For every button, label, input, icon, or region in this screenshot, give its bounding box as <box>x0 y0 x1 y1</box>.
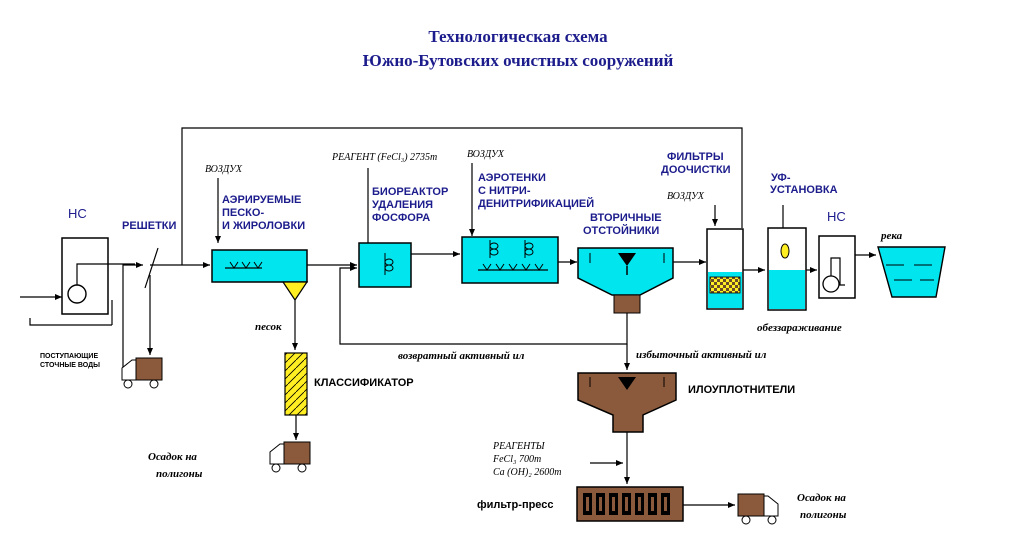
bioreactor-label-2: УДАЛЕНИЯ <box>372 199 433 211</box>
filter-press <box>576 486 684 522</box>
bioreactor-label-1: БИОРЕАКТОР <box>372 186 448 198</box>
classifier-label: КЛАССИФИКАТОР <box>314 377 414 389</box>
grit-label-2: ПЕСКО- <box>222 207 264 219</box>
filter-press-label: фильтр-пресс <box>477 499 554 511</box>
ns-right-label: НС <box>827 209 846 224</box>
title-line-1: Технологическая схема <box>428 27 608 46</box>
sediment-left-2: полигоны <box>156 468 203 480</box>
recycle-line <box>181 127 743 265</box>
reagents-label-3: Ca (OH)₂ 2600т <box>493 467 561 478</box>
reagents-label-1: РЕАГЕНТЫ <box>492 441 546 452</box>
sand-label: песок <box>255 321 282 333</box>
aerotank-label-2: С НИТРИ- <box>478 185 531 197</box>
title-line-2: Южно-Бутовских очистных сооружений <box>363 51 674 70</box>
incoming-label-1: ПОСТУПАЮЩИЕ <box>40 353 98 360</box>
filters-label-2: ДООЧИСТКИ <box>661 164 731 176</box>
pump-icon <box>822 275 840 293</box>
clarifier-label-2: ОТСТОЙНИКИ <box>583 224 659 237</box>
thickeners-label: ИЛОУПЛОТНИТЕЛИ <box>688 384 795 396</box>
river-waves <box>886 264 934 281</box>
uv-water <box>769 270 805 309</box>
filters-label-1: ФИЛЬТРЫ <box>667 151 724 163</box>
clarifier-sludge <box>613 294 641 314</box>
excess-sludge-label: избыточный активный ил <box>636 349 767 361</box>
sediment-right-1: Осадок на <box>797 492 846 504</box>
line-to-screens <box>122 262 143 380</box>
clarifier-center <box>618 253 636 266</box>
pump-out-line <box>76 263 135 285</box>
incoming-label-2: СТОЧНЫЕ ВОДЫ <box>40 362 100 369</box>
screen-bar <box>144 247 159 289</box>
inflow-bottom-line <box>29 318 112 326</box>
truck-icon <box>737 493 779 525</box>
truck-icon <box>121 357 163 389</box>
aerotank-label-3: ДЕНИТРИФИКАЦИЕЙ <box>478 197 594 210</box>
clarifier-label-1: ВТОРИЧНЫЕ <box>590 212 662 224</box>
thickener-center <box>618 377 636 390</box>
air-label-1: ВОЗДУХ <box>205 164 243 175</box>
air-label-3: ВОЗДУХ <box>667 191 705 202</box>
bioreactor-label-3: ФОСФОРА <box>372 212 430 224</box>
filter-media <box>709 276 741 294</box>
river-label: река <box>880 230 903 242</box>
classifier <box>284 352 308 416</box>
sediment-left-1: Осадок на <box>148 451 197 463</box>
pump-right-pipe <box>830 257 845 286</box>
uv-label-1: УФ- <box>771 172 791 184</box>
reagents-label-2: FeCl₃ 700т <box>492 454 541 465</box>
sediment-right-2: полигоны <box>800 509 847 521</box>
aerotank <box>461 236 559 284</box>
aerotank-label-1: АЭРОТЕНКИ <box>478 172 546 184</box>
reagent-top-label: РЕАГЕНТ (FeCl₃) 2735т <box>331 152 437 163</box>
uv-label-2: УСТАНОВКА <box>770 184 838 196</box>
grit-label-1: АЭРИРУЕМЫЕ <box>222 194 301 206</box>
aerotank-diffusers <box>482 263 544 271</box>
pump-icon <box>67 284 87 304</box>
pump-station-left <box>61 237 109 315</box>
mixer-icon <box>384 253 394 275</box>
disinfection-label: обеззараживание <box>757 322 842 334</box>
lamp-icon <box>780 243 790 259</box>
ns-left-label: НС <box>68 206 87 221</box>
screens-label: РЕШЕТКИ <box>122 220 176 232</box>
return-sludge-line <box>339 265 628 345</box>
diffusers <box>229 261 263 269</box>
sludge-thickener <box>577 372 677 433</box>
mixer-icon <box>489 240 534 258</box>
truck-icon <box>269 441 311 473</box>
river <box>877 246 946 298</box>
sand-hopper <box>281 281 309 302</box>
grit-label-3: И ЖИРОЛОВКИ <box>222 220 305 232</box>
thickener-weirs <box>589 377 665 387</box>
return-sludge-label: возвратный активный ил <box>398 350 525 362</box>
air-label-2: ВОЗДУХ <box>467 149 505 160</box>
clarifier-weirs <box>589 253 665 263</box>
